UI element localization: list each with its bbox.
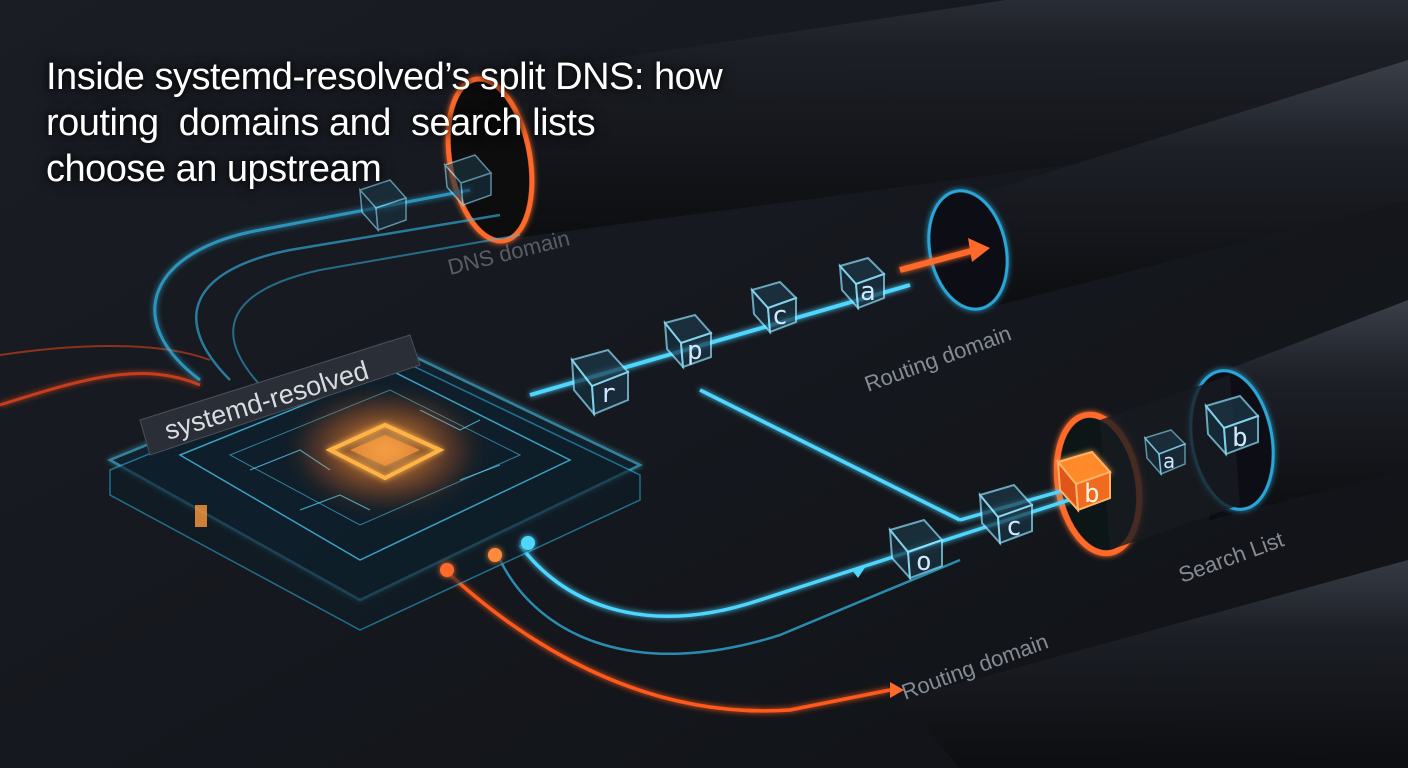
cube: b: [1204, 394, 1260, 457]
svg-text:p: p: [687, 336, 703, 366]
upstream-tubes: [445, 0, 1408, 768]
cube: a: [1143, 429, 1187, 477]
svg-text:b: b: [1084, 479, 1100, 509]
cube: c: [978, 483, 1034, 546]
packet-cubes: r p c a o c: [358, 154, 1260, 581]
svg-text:r: r: [600, 379, 616, 409]
svg-text:c: c: [1006, 512, 1022, 542]
svg-text:o: o: [916, 547, 932, 577]
headline-line-2: routing domains and search lists: [46, 102, 596, 144]
svg-text:a: a: [860, 277, 876, 307]
headline: Inside systemd-resolved’s split DNS: how…: [46, 54, 866, 192]
cube: a: [838, 256, 886, 311]
headline-line-1: Inside systemd-resolved’s split DNS: how: [46, 56, 723, 98]
svg-text:a: a: [1163, 449, 1175, 473]
cube: r: [570, 348, 630, 418]
cube: c: [750, 280, 798, 335]
headline-line-3: choose an upstream: [46, 148, 382, 190]
cube: b: [1056, 450, 1112, 513]
cube: p: [663, 313, 713, 370]
svg-text:b: b: [1232, 423, 1248, 453]
svg-text:c: c: [772, 301, 788, 331]
cube: o: [888, 518, 944, 581]
